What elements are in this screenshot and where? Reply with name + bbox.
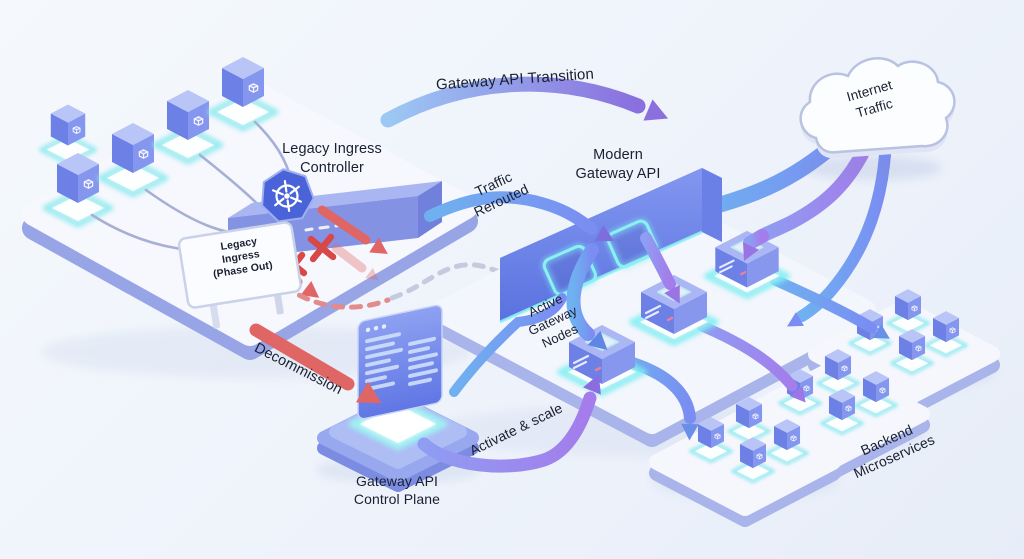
decommission-arrow [249, 323, 388, 414]
kubernetes-icon [261, 168, 315, 223]
control-plane-screen [357, 304, 443, 420]
internet-cloud-icon [799, 57, 956, 180]
slab-to-control-pipe [449, 293, 567, 397]
screen-code-lines [365, 332, 438, 392]
slab-to-node-arrows [566, 229, 769, 358]
rerouted-arrow [424, 191, 619, 250]
fading-route-dashed [389, 262, 503, 301]
activate-arrow [417, 370, 608, 473]
screen-titlebar-dots [365, 324, 387, 333]
node-to-microservices-pipes [616, 274, 894, 441]
transition-arrow [380, 76, 673, 130]
phased-out-route-dashed [281, 283, 391, 310]
phase-out-sign [177, 221, 302, 329]
